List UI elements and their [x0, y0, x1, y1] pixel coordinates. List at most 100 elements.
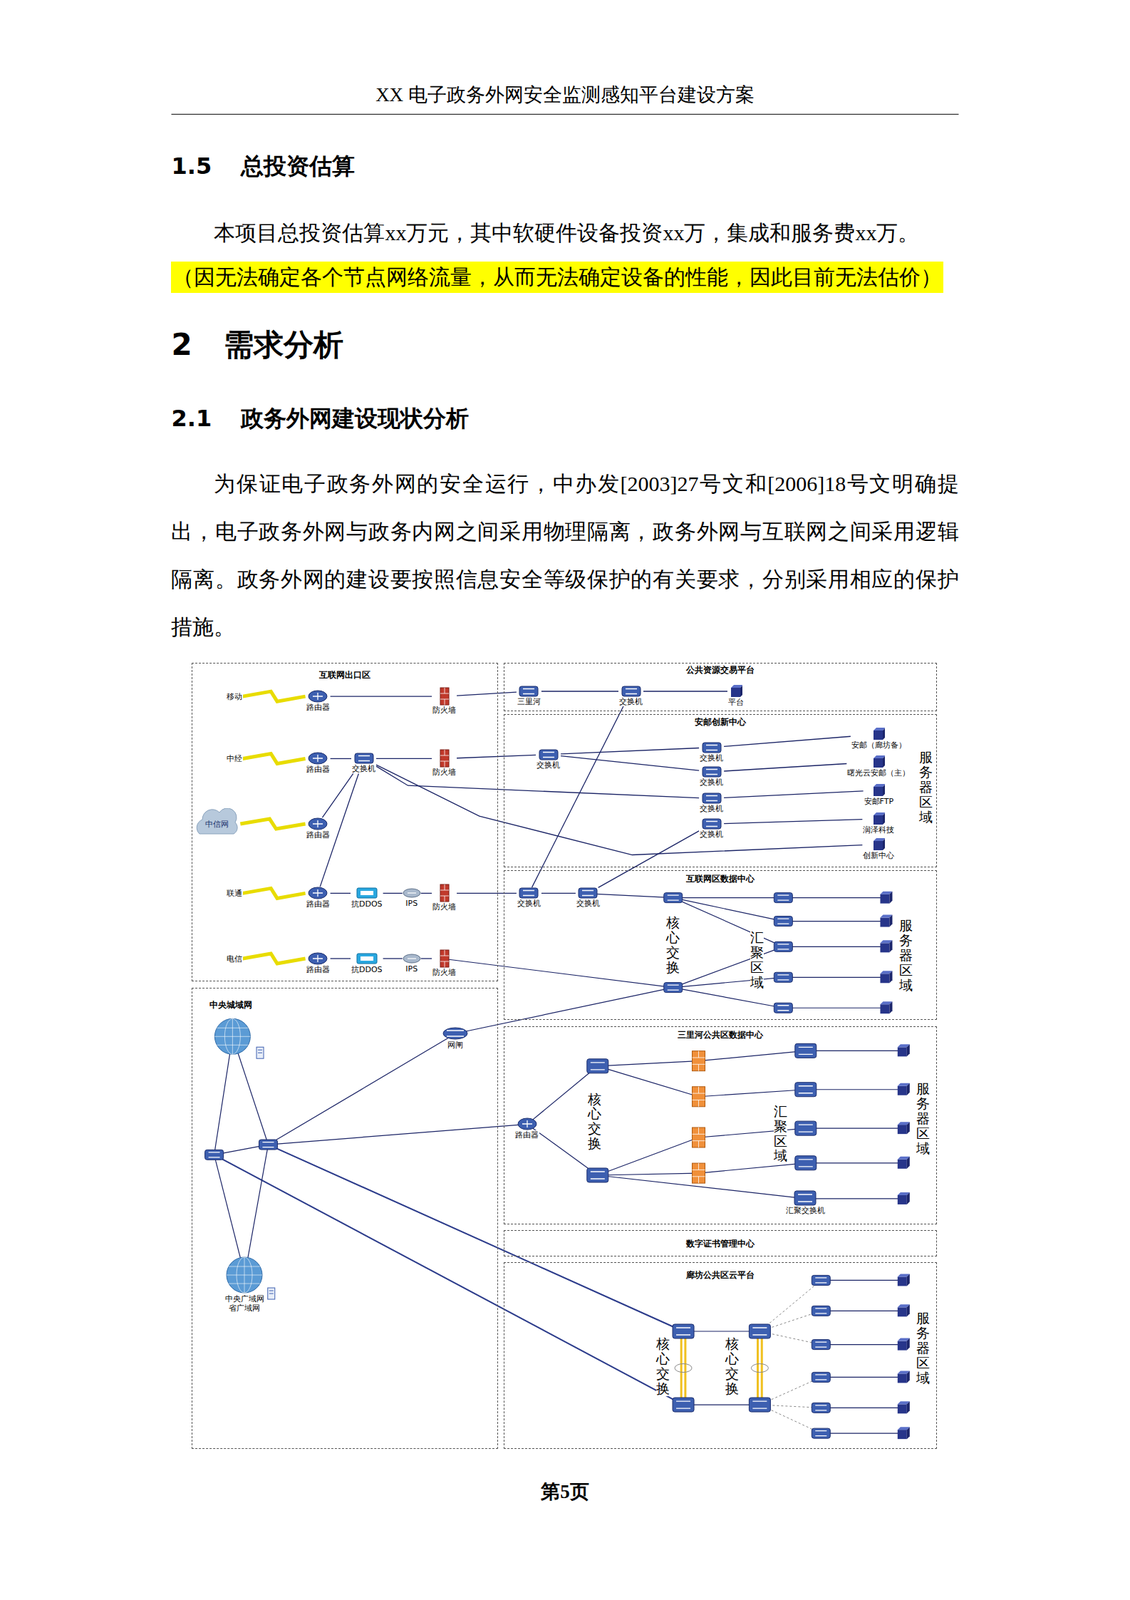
server-icon: [879, 970, 893, 983]
bigsw-icon: [793, 1189, 817, 1206]
fw-node: 防火墙: [431, 883, 457, 912]
network-link: [598, 830, 699, 888]
bigsw-icon: [672, 1323, 694, 1339]
switch-icon: [701, 765, 722, 778]
fw-node: 防火墙: [431, 748, 457, 777]
region-title: 公共资源交易平台: [686, 664, 755, 676]
server-icon: [872, 812, 885, 826]
network-wire: [805, 1127, 903, 1129]
region-box: 互联网区数据中心交换机交换机: [503, 869, 937, 1020]
bigsw-icon: [795, 1155, 817, 1170]
router-body: [517, 1117, 537, 1130]
server-front: [897, 1306, 907, 1316]
device-label: IPS: [404, 963, 419, 974]
server-icon: [879, 939, 893, 952]
router-body: [308, 952, 328, 964]
network-wire: [673, 946, 784, 987]
area-label: 核心交换: [725, 1335, 739, 1396]
router-icon: [517, 1117, 538, 1130]
network-wire: [820, 1279, 903, 1281]
switch-body: [748, 1323, 771, 1339]
switch-body: [664, 982, 683, 993]
device-label: 路由器: [305, 830, 331, 840]
router-body: [308, 887, 328, 899]
fw-node: 防火墙: [431, 686, 457, 715]
server-icon: [897, 1426, 910, 1439]
carrier-name: 移动: [225, 691, 243, 702]
server-front: [897, 1046, 907, 1056]
device-label: 防火墙: [431, 902, 457, 912]
network-wire: [698, 1089, 806, 1097]
network-link: [560, 747, 699, 754]
switch-arrows: [815, 1308, 827, 1314]
router-body: [308, 690, 328, 702]
carrier-name: 中经: [225, 753, 243, 764]
router-icon: [307, 689, 328, 703]
network-wire: [783, 897, 885, 898]
router-mark: [522, 1120, 533, 1128]
firewall-bricks: [440, 884, 449, 902]
network-wire: [805, 1162, 903, 1163]
switch-icon: [701, 792, 722, 804]
server-front: [873, 730, 883, 740]
globe-icon: [214, 1018, 251, 1054]
switch-node: 交换机: [618, 685, 644, 707]
switch-body: [578, 887, 598, 898]
server-front: [731, 687, 741, 697]
switch-body: [702, 818, 722, 829]
globe-body: [214, 1018, 251, 1054]
network-wire: [820, 1343, 903, 1345]
page-number: 第5页: [0, 1478, 1130, 1505]
server-front: [897, 1340, 907, 1351]
network-link: [723, 819, 863, 824]
network-wire: [245, 1144, 269, 1275]
router-mark: [312, 889, 323, 897]
switch-arrows: [706, 795, 718, 801]
server-node: 曙光云安邮（主）: [846, 755, 911, 778]
network-wire: [805, 1197, 903, 1199]
area-label: 汇聚区域: [750, 929, 764, 990]
region-box: 公共资源交易平台三里河 交换机 平台: [503, 662, 937, 711]
device-label: 路由器: [305, 964, 331, 974]
switch-body: [519, 686, 538, 697]
switch-node: 交换机: [516, 887, 542, 908]
device-label: 中信网: [205, 819, 229, 829]
network-wire: [597, 1060, 699, 1066]
network-link: [560, 755, 699, 771]
router-mark: [312, 754, 323, 762]
ofw-icon: [692, 1086, 706, 1107]
switch-arrows: [590, 1171, 605, 1179]
body-paragraph: 为保证电子政务外网的安全运行，中办发[2003]27号文和[2006]18号文明…: [170, 459, 959, 651]
region-box: 中央城域网中央广域网 省广域网网闸: [191, 987, 498, 1449]
server-icon: [879, 891, 893, 904]
network-wire: [683, 1330, 760, 1331]
network-link: [421, 957, 432, 959]
switch-icon: [354, 752, 375, 764]
switch-arrows: [590, 1062, 605, 1070]
server-icon: [897, 1400, 910, 1413]
switch-body: [811, 1402, 831, 1413]
device-label: 三里河: [516, 696, 542, 707]
server-front: [879, 973, 890, 983]
network-wire: [267, 1123, 528, 1145]
device-label: 防火墙: [431, 705, 457, 715]
device-label: 安邮FTP: [863, 796, 895, 806]
switch-icon: [773, 916, 793, 927]
server-front: [897, 1429, 907, 1439]
network-link: [330, 957, 351, 959]
switch-body: [702, 766, 722, 777]
switch-arrows: [798, 1124, 813, 1132]
txt-node: 联通: [225, 888, 243, 898]
ddos-icon: [356, 951, 378, 965]
firewall-bricks: [692, 1127, 706, 1148]
network-wire: [683, 1403, 760, 1405]
server-node: 平台: [727, 684, 745, 707]
region-title: 安邮创新中心: [694, 716, 746, 728]
server-node: 安邮FTP: [863, 783, 895, 806]
switch-body: [621, 686, 641, 697]
network-link: [541, 892, 576, 894]
bigsw-icon: [672, 1397, 694, 1412]
device-label: 交换机: [516, 898, 542, 908]
server-icon: [872, 837, 885, 851]
ofw-icon: [692, 1162, 706, 1183]
